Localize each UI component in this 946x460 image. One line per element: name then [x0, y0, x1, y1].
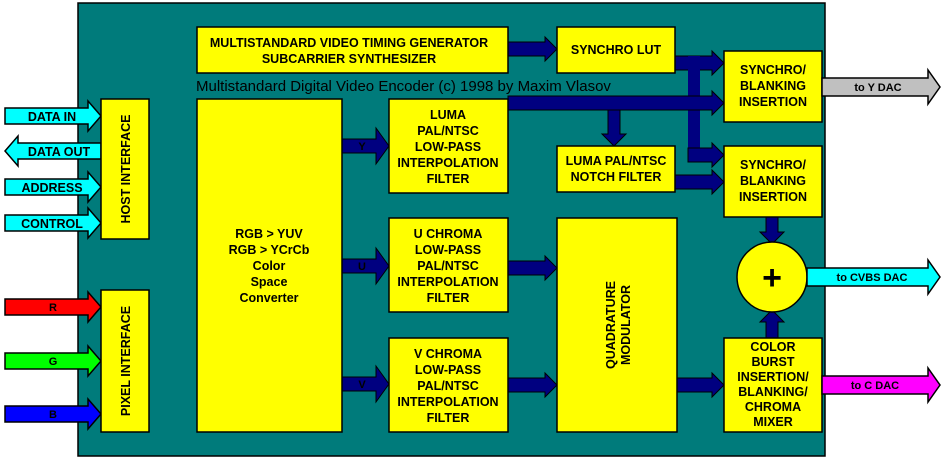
bus-u-to-quad — [507, 254, 558, 282]
address-arrow — [4, 169, 102, 205]
data-in-arrow — [4, 98, 102, 134]
synchro-blanking-2-block — [723, 145, 823, 218]
u-filter-line-2: LOW-PASS — [415, 243, 481, 257]
burst-line-6: MIXER — [753, 415, 793, 429]
bus-notch-to-sync2 — [674, 168, 725, 196]
bus-quad-to-burst — [676, 371, 725, 399]
bus-luma-to-notch — [600, 109, 628, 147]
notch-filter-line-2: NOTCH FILTER — [571, 170, 662, 184]
bus-sync2-to-adder — [758, 216, 786, 245]
timing-generator-line-2: SUBCARRIER SYNTHESIZER — [262, 52, 436, 66]
sync-blank-1-line-1: SYNCHRO/ — [740, 63, 807, 77]
luma-filter-line-1: LUMA — [430, 108, 466, 122]
color-space-converter-block — [196, 98, 343, 433]
burst-line-2: BURST — [751, 355, 794, 369]
y-dac-arrow — [821, 67, 941, 107]
bus-u — [341, 246, 390, 286]
color-burst-mixer-block — [723, 337, 823, 433]
luma-filter-line-3: LOW-PASS — [415, 140, 481, 154]
control-label: CONTROL — [21, 217, 83, 231]
synchro-blanking-1-block — [723, 50, 823, 123]
u-filter-line-4: INTERPOLATION — [397, 275, 498, 289]
notch-filter-line-1: LUMA PAL/NTSC — [566, 154, 667, 168]
u-filter-line-3: PAL/NTSC — [417, 259, 479, 273]
internal-buses — [341, 35, 786, 404]
b-label: B — [49, 409, 57, 421]
r-label: R — [49, 302, 57, 314]
sync-blank-1-line-2: BLANKING — [740, 79, 806, 93]
bus-timing-to-lut — [507, 35, 558, 63]
data-out-arrow — [4, 133, 102, 169]
bus-v — [341, 364, 390, 404]
adder-plus-icon: + — [762, 259, 782, 297]
c-dac-arrow — [821, 365, 941, 405]
u-filter-line-5: FILTER — [427, 291, 470, 305]
sync-blank-2-line-3: INSERTION — [739, 190, 807, 204]
output-arrows: to Y DAC to CVBS DAC to C DAC — [806, 67, 941, 405]
notch-filter-block — [556, 145, 676, 193]
luma-filter-line-2: PAL/NTSC — [417, 124, 479, 138]
quad-mod-line-2: MODULATOR — [619, 285, 633, 365]
address-label: ADDRESS — [21, 181, 82, 195]
pixel-signal-arrows: R G B — [4, 289, 102, 432]
luma-filter-line-4: INTERPOLATION — [397, 156, 498, 170]
u-chroma-filter-block — [388, 217, 509, 313]
b-arrow — [4, 396, 102, 432]
g-label: G — [49, 356, 58, 368]
burst-line-1: COLOR — [750, 340, 795, 354]
sync-blank-2-line-1: SYNCHRO/ — [740, 158, 807, 172]
v-filter-line-5: FILTER — [427, 411, 470, 425]
r-arrow — [4, 289, 102, 325]
bus-burst-to-adder — [758, 309, 786, 339]
csc-line-4: Space — [251, 275, 288, 289]
quadrature-modulator-block — [556, 217, 678, 433]
synchro-lut-block — [556, 26, 676, 74]
v-chroma-filter-block — [388, 337, 509, 433]
pixel-interface-block — [100, 289, 150, 433]
host-interface-label: HOST INTERFACE — [119, 114, 133, 223]
y-dac-label: to Y DAC — [854, 82, 901, 94]
diagram-title: Multistandard Digital Video Encoder (c) … — [196, 78, 611, 95]
burst-line-5: CHROMA — [745, 400, 801, 414]
c-dac-label: to C DAC — [851, 380, 899, 392]
v-filter-line-1: V CHROMA — [414, 347, 482, 361]
sync-blank-1-line-3: INSERTION — [739, 95, 807, 109]
luma-filter-line-5: FILTER — [427, 172, 470, 186]
synchro-lut-label: SYNCHRO LUT — [571, 43, 662, 57]
bus-y — [341, 126, 390, 166]
csc-line-5: Converter — [239, 291, 298, 305]
bus-y-label: Y — [358, 141, 366, 153]
bus-u-label: U — [358, 261, 366, 273]
host-signal-arrows: DATA IN DATA OUT ADDRESS CONTROL — [4, 98, 102, 241]
burst-line-3: INSERTION/ — [737, 370, 809, 384]
bus-luma-to-sync1 — [507, 89, 725, 117]
data-in-label: DATA IN — [28, 110, 76, 124]
csc-line-1: RGB > YUV — [235, 227, 303, 241]
pixel-interface-label: PIXEL INTERFACE — [119, 306, 133, 416]
host-interface-block — [100, 98, 150, 240]
control-arrow — [4, 205, 102, 241]
bus-v-to-quad — [507, 371, 558, 399]
v-filter-line-2: LOW-PASS — [415, 363, 481, 377]
cvbs-dac-label: to CVBS DAC — [837, 272, 908, 284]
bus-v-label: V — [358, 379, 366, 391]
timing-generator-line-1: MULTISTANDARD VIDEO TIMING GENERATOR — [210, 36, 488, 50]
v-filter-line-4: INTERPOLATION — [397, 395, 498, 409]
bus-lut-to-sync2 — [687, 141, 725, 169]
luma-filter-block — [388, 98, 509, 194]
v-filter-line-3: PAL/NTSC — [417, 379, 479, 393]
burst-line-4: BLANKING/ — [738, 385, 808, 399]
sync-blank-2-line-2: BLANKING — [740, 174, 806, 188]
g-arrow — [4, 343, 102, 379]
timing-generator-block — [196, 26, 509, 74]
data-out-label: DATA OUT — [28, 145, 91, 159]
cvbs-dac-arrow — [806, 257, 941, 297]
u-filter-line-1: U CHROMA — [414, 227, 483, 241]
csc-line-2: RGB > YCrCb — [229, 243, 310, 257]
csc-line-3: Color — [253, 259, 286, 273]
quad-mod-line-1: QUADRATURE — [604, 281, 618, 369]
